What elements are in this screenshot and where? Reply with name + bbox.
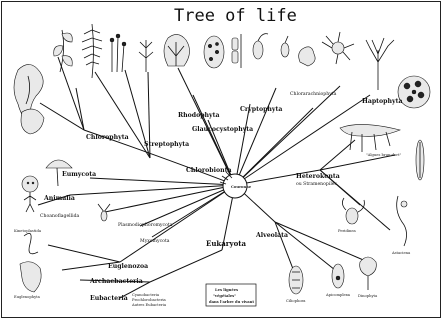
dinoflagellate-icon: [360, 257, 377, 290]
euglenophyte-icon: [20, 262, 41, 292]
amoeboid-cell-icon: [299, 47, 315, 66]
label-euglenozoa: Euglenozoa: [108, 263, 148, 270]
network-cell-icon: [322, 32, 354, 64]
coccolith-icon: [398, 76, 430, 108]
note-box: Les lignées "végétales" dans l'arbre du …: [206, 284, 256, 306]
algal-colony-icon: [204, 36, 224, 68]
label-archaebacteria: Archaebacteria: [89, 278, 143, 285]
label-eukaryota: Eukaryota: [206, 239, 246, 248]
label-plasmodiophoromycota: Plasmodiophoromycota: [118, 222, 173, 228]
label-eubacteria: Eubacteria: [90, 295, 128, 302]
label-animalia: Animalia: [43, 195, 75, 202]
moss-icon: [110, 34, 126, 72]
label-euglenophyta: Euglenophyta: [14, 295, 41, 299]
note-line-1: Les lignées: [215, 288, 238, 292]
label-autres-eubacteria: Autres Eubacteria: [131, 303, 167, 307]
kinetoplastid-icon: [24, 233, 38, 253]
label-chlorophyta: Chlorophyta: [86, 134, 129, 141]
label-myxomycota: Myxomycota: [140, 238, 170, 244]
heterokont-cell-icon: [342, 198, 364, 224]
diatom-spindle-icon: [416, 140, 424, 180]
herb-icon: [139, 40, 153, 72]
cryptophyte-cell-icon: [281, 36, 289, 57]
label-astaciena: Astaciena: [391, 251, 411, 255]
apicomplexa-icon: [332, 264, 344, 288]
label-prochlorobacteria: Prochlorobacteria: [132, 298, 167, 302]
kelp-icon: [340, 124, 400, 152]
label-dinophyta: Dinophyta: [358, 294, 378, 298]
diatom-chain-icon: [232, 34, 241, 68]
label-heterokonta: Heterokonta: [296, 173, 340, 180]
label-alveolata: Alveolata: [255, 232, 288, 239]
label-glaucocystophyta: Glaucocystophyta: [192, 126, 253, 133]
red-alga-icon: [164, 34, 190, 66]
choanoflagellate-icon: [98, 204, 110, 221]
label-cyanobacteria: Cyanobacteria: [132, 293, 160, 297]
label-peridinea: Peridinea: [338, 229, 357, 233]
haptophyte-tree-icon: [366, 38, 394, 90]
label-kinetoplastida: Kinetoplastida: [14, 229, 42, 233]
note-line-3: dans l'arbre du vivant: [209, 300, 254, 304]
label-algues-brunes: "Algues brun-dort": [366, 153, 401, 157]
oomycete-icon: [397, 196, 407, 246]
label-root: Couronne: [231, 185, 252, 189]
label-apicomplexa: Apicomplexa: [325, 293, 351, 297]
seaweed-icon: [14, 64, 44, 134]
label-eumycota: Eumycota: [62, 171, 96, 178]
diagram-title: Tree of life: [174, 6, 297, 26]
label-heterokonta-sub: ou Stramenopiles: [296, 181, 338, 187]
label-choanoflagellida: Choanoflagellida: [40, 213, 80, 219]
cartoon-animal-icon: [22, 176, 38, 212]
label-chlorobionta: Chlorobionta: [186, 167, 231, 174]
label-ciliophora: Ciliophora: [286, 299, 306, 303]
label-haptophyta: Haptophyta: [362, 98, 402, 105]
label-streptophyta: Streptophyta: [144, 141, 189, 148]
label-chlorarachniophyta: Chlorarachniophyta: [290, 91, 337, 97]
ciliate-icon: [289, 266, 303, 294]
flagellate-cell-icon: [253, 34, 268, 59]
label-rhodophyta: Rhodophyta: [178, 112, 220, 119]
label-cryptophyta: Cryptophyta: [240, 106, 282, 113]
note-line-2: "végétales": [213, 294, 236, 298]
leafy-plant-icon: [54, 30, 73, 72]
fern-icon: [82, 24, 102, 78]
